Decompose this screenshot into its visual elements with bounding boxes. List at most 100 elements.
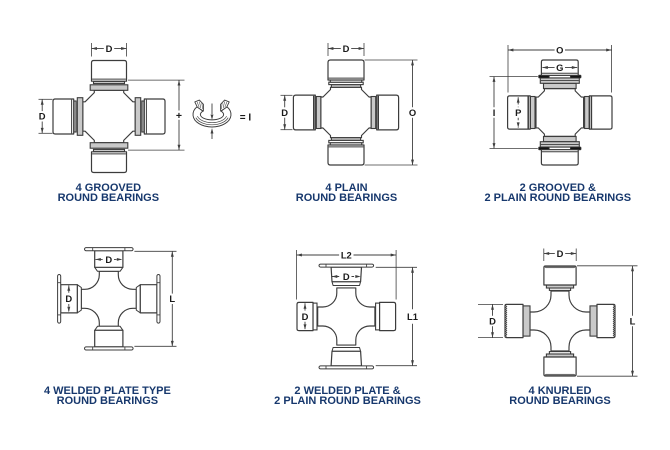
seal-band — [315, 95, 322, 130]
edge-line — [221, 102, 223, 110]
welded-plate — [156, 273, 161, 324]
welded-plate — [318, 365, 375, 370]
dim-arrowhead — [358, 47, 364, 50]
bearing-cup-plain — [506, 95, 531, 130]
dim-arrowhead — [210, 128, 214, 134]
seat-band-inner — [542, 82, 577, 90]
dim-arrowhead — [67, 285, 71, 291]
snap-ring-end — [220, 99, 230, 112]
dim-label: L2 — [341, 249, 352, 260]
trunnion-left — [57, 273, 82, 324]
dim-arrowhead — [411, 159, 414, 165]
seat-band-inner — [542, 135, 577, 143]
bearing-cup-plain — [327, 59, 365, 81]
trunnion-right — [134, 97, 166, 136]
trunnion-bottom — [318, 347, 375, 370]
bearing-cup-plain — [588, 95, 613, 130]
edge-line — [199, 101, 202, 108]
dim-arrowhead — [631, 265, 634, 272]
trunnion-top — [538, 59, 582, 90]
figure-two-grooved-two-plain — [506, 59, 613, 166]
dim-label: D — [65, 293, 72, 304]
dim-label: D — [343, 43, 350, 54]
knurl-serration — [544, 373, 576, 376]
trunnion-top — [84, 247, 134, 272]
trunnion-top — [543, 265, 577, 291]
dim-arrowhead — [331, 275, 338, 278]
trunnion-right — [584, 95, 613, 130]
bearing-cup-knurled — [596, 303, 616, 339]
trunnion-left — [292, 94, 322, 131]
cross-body — [317, 287, 376, 346]
dim-label: + — [176, 110, 182, 122]
edge-line — [196, 102, 200, 108]
dim-arrowhead — [411, 360, 414, 366]
dim-label: D — [39, 111, 46, 122]
trunnion-left — [296, 301, 318, 332]
dim-arrowhead — [170, 251, 174, 257]
dim-label: G — [556, 62, 563, 73]
bearing-cup-knurled — [504, 303, 524, 339]
snap-ring-band — [89, 84, 129, 91]
dim-arrowhead — [411, 267, 414, 273]
dim-arrowhead — [121, 47, 127, 50]
dim-label: D — [343, 271, 350, 282]
bearing-cup-grooved — [540, 59, 579, 76]
dim-arrowhead — [516, 97, 520, 103]
caption-four-knurled: 4 KNURLED ROUND BEARINGS — [440, 385, 670, 406]
seal-band — [584, 95, 590, 130]
figure-four-grooved-dims: DD+= I — [38, 43, 252, 151]
snap-ring-contour — [195, 117, 229, 126]
bearing-cup-plain — [376, 94, 400, 131]
welded-plate — [57, 273, 62, 324]
snap-ring-icon — [192, 99, 232, 128]
snap-ring-body — [192, 106, 232, 128]
bearing-cup-plain — [327, 144, 365, 166]
caption-line: 4 PLAIN — [325, 181, 368, 194]
seal-band — [529, 95, 536, 130]
welded-plate — [84, 346, 134, 351]
figure-four-welded-plate — [57, 247, 161, 351]
dim-arrowhead — [177, 80, 181, 86]
dim-arrowhead — [283, 95, 287, 101]
dim-arrowhead — [631, 370, 634, 377]
bearing-cup-grooved — [540, 149, 579, 166]
snap-ring-contour — [197, 116, 227, 123]
welded-plate — [318, 263, 375, 268]
knurl-serration — [612, 305, 615, 337]
caption-line: ROUND BEARINGS — [295, 191, 398, 204]
caption-line: 4 KNURLED — [528, 385, 592, 398]
figure-four-knurled — [504, 265, 616, 377]
knurl-serration — [505, 305, 508, 337]
snap-ring-band — [76, 97, 84, 136]
edge-line — [201, 102, 203, 110]
dim-arrowhead — [303, 303, 307, 309]
dim-label: D — [105, 254, 112, 265]
snap-ring-thickness-arrows — [210, 103, 214, 139]
edge-line — [222, 101, 225, 108]
bearing-cup-plain — [292, 94, 316, 131]
dim-arrowhead — [355, 275, 361, 278]
trunnion-bottom — [89, 142, 129, 174]
snap-ring-band — [89, 142, 129, 149]
cross-body — [82, 89, 136, 144]
dim-label: = I — [240, 112, 252, 123]
trunnion-right — [135, 273, 161, 324]
dim-label: O — [556, 44, 563, 55]
cup-lip-chamfer — [135, 284, 141, 314]
knurl-serration — [544, 266, 576, 269]
dim-label: L1 — [407, 311, 418, 322]
dim-arrowhead — [170, 340, 174, 347]
trunnion-bottom — [543, 351, 577, 377]
cup-rim-band — [312, 302, 318, 331]
dim-arrowhead — [67, 306, 71, 313]
trunnion-right — [370, 94, 400, 131]
bearing-cup-welded — [330, 350, 363, 367]
seal-band — [522, 305, 531, 337]
caption-two-grooved-two-plain: 2 GROOVED & 2 PLAIN ROUND BEARINGS — [438, 182, 670, 203]
snap-ring-band — [134, 97, 142, 136]
dim-arrowhead — [91, 47, 97, 50]
